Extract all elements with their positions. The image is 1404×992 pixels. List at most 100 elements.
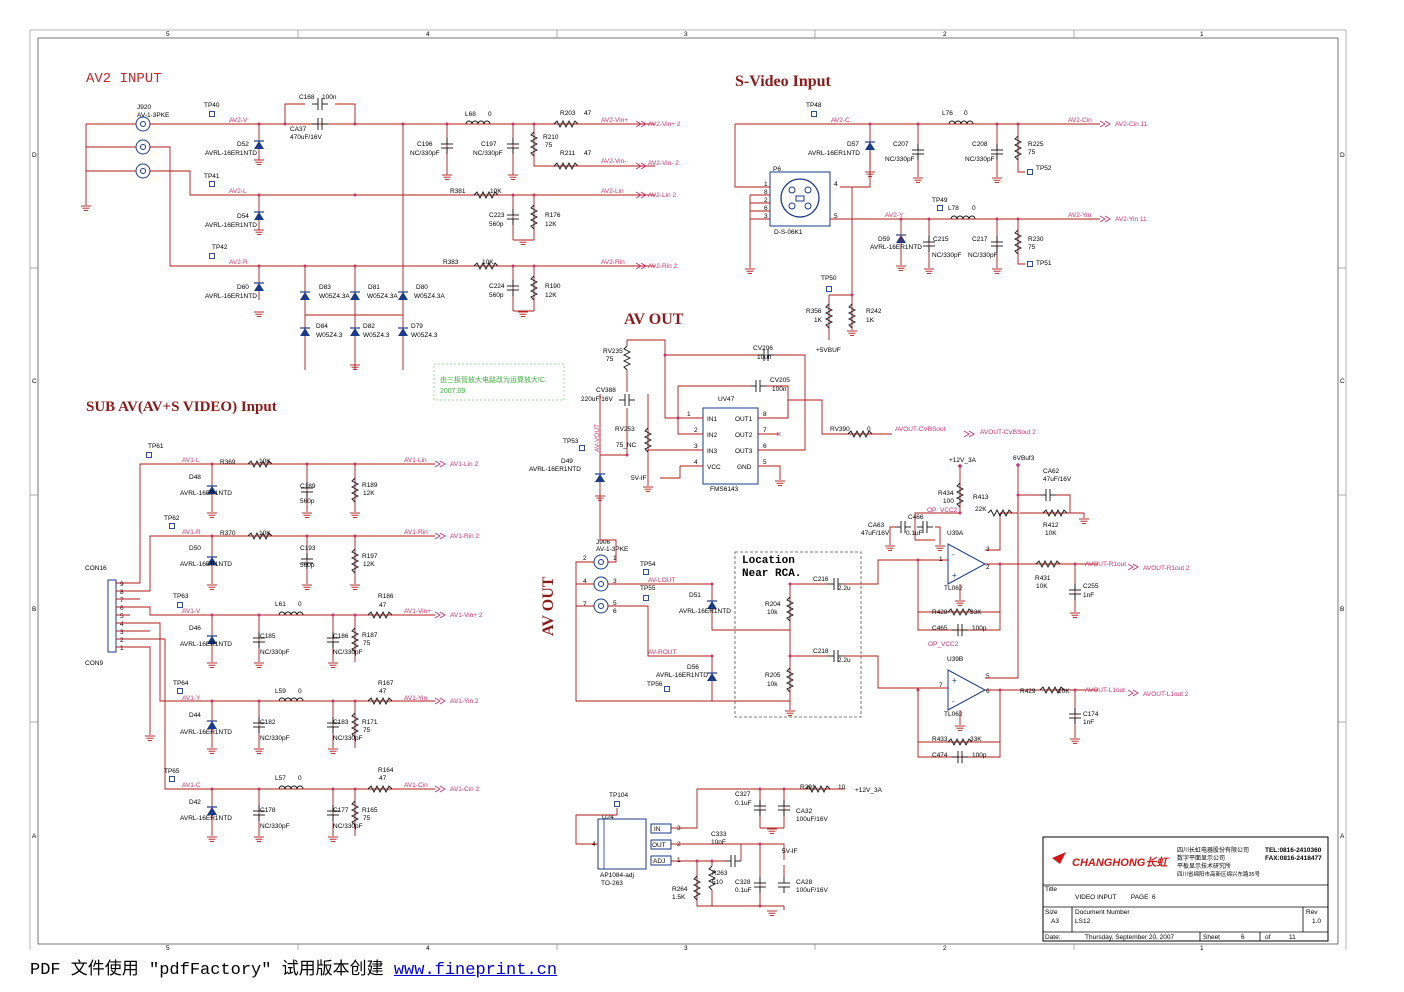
svg-text:AV1-C: AV1-C <box>182 782 201 789</box>
svg-text:W05Z4.3A: W05Z4.3A <box>367 293 398 300</box>
svg-text:0: 0 <box>298 601 302 608</box>
svg-text:10K: 10K <box>1045 530 1057 537</box>
svg-text:TO-263: TO-263 <box>601 880 623 887</box>
svg-text:AV1-Vin+ 2: AV1-Vin+ 2 <box>450 612 483 619</box>
svg-text:C174: C174 <box>1083 711 1099 718</box>
svg-text:Size: Size <box>1045 909 1058 916</box>
svg-text:C186: C186 <box>333 633 349 640</box>
svg-text:R370: R370 <box>220 530 236 537</box>
svg-text:TP48: TP48 <box>806 102 822 109</box>
svg-text:10K: 10K <box>259 530 271 537</box>
svg-text:12K: 12K <box>363 561 375 568</box>
svg-text:ADJ: ADJ <box>653 858 665 865</box>
location-note-box <box>734 551 862 718</box>
svg-text:3: 3 <box>694 443 698 450</box>
svg-text:10: 10 <box>838 784 846 791</box>
svg-text:Sheet: Sheet <box>1203 934 1220 941</box>
svg-text:TL062: TL062 <box>944 711 963 718</box>
svg-text:2: 2 <box>943 31 947 38</box>
svg-text:D81: D81 <box>368 284 380 291</box>
svg-text:D82: D82 <box>363 323 375 330</box>
svg-text:AV1-L: AV1-L <box>182 457 200 464</box>
svg-text:AV2-V: AV2-V <box>229 117 248 124</box>
svg-text:75: 75 <box>1028 149 1036 156</box>
svg-text:A: A <box>1340 833 1345 840</box>
svg-text:W05Z4.3A: W05Z4.3A <box>414 293 445 300</box>
svg-text:AV1-Lin: AV1-Lin <box>404 457 427 464</box>
svg-text:AV1-R: AV1-R <box>182 529 201 536</box>
svg-text:FMS6143: FMS6143 <box>710 486 739 493</box>
svg-text:R291: R291 <box>800 784 816 791</box>
svg-text:UV47: UV47 <box>718 396 735 403</box>
svg-text:D42: D42 <box>189 799 201 806</box>
svg-text:+12V_3A: +12V_3A <box>949 457 977 464</box>
svg-text:W05Z4.3A: W05Z4.3A <box>319 293 350 300</box>
svg-text:AV2-Vin- 2: AV2-Vin- 2 <box>648 160 679 167</box>
svg-text:AVRL-16ER1NTD: AVRL-16ER1NTD <box>205 222 257 229</box>
svg-text:2: 2 <box>583 555 587 562</box>
svg-text:D51: D51 <box>689 592 701 599</box>
fineprint-link[interactable]: www.fineprint.cn <box>393 961 558 980</box>
svg-text:TP56: TP56 <box>647 681 663 688</box>
svg-text:560p: 560p <box>489 292 504 299</box>
svg-text:P6: P6 <box>773 166 781 173</box>
svg-text:12K: 12K <box>363 490 375 497</box>
svg-text:0: 0 <box>972 205 976 212</box>
svg-text:C216: C216 <box>813 576 829 583</box>
svg-text:10K: 10K <box>1058 688 1070 695</box>
svg-text:AV-ROUT: AV-ROUT <box>648 649 676 656</box>
svg-text:AVOUT-R1out 2: AVOUT-R1out 2 <box>1143 565 1190 572</box>
svg-text:5V-IF: 5V-IF <box>782 848 798 855</box>
svg-text:10K: 10K <box>259 458 271 465</box>
svg-text:5V-IF: 5V-IF <box>631 475 647 482</box>
svg-text:AVRL-16ER1NTD: AVRL-16ER1NTD <box>808 150 860 157</box>
svg-text:NC/330pF: NC/330pF <box>260 649 290 656</box>
svg-text:C197: C197 <box>481 141 497 148</box>
svg-text:L57: L57 <box>275 775 286 782</box>
svg-text:10K: 10K <box>490 188 502 195</box>
svg-text:OP_VCC2: OP_VCC2 <box>928 641 959 648</box>
svg-text:R186: R186 <box>378 593 394 600</box>
svg-text:D56: D56 <box>687 664 699 671</box>
svg-text:+5VBUF: +5VBUF <box>816 347 841 354</box>
svg-text:AV2-Rin: AV2-Rin <box>601 259 625 266</box>
svg-text:1K: 1K <box>814 317 823 324</box>
svg-text:6VBuf3: 6VBuf3 <box>1013 455 1035 462</box>
svg-text:U39B: U39B <box>947 656 963 663</box>
svg-text:1: 1 <box>764 181 768 188</box>
section-title-sub-av: SUB AV(AV+S VIDEO) Input <box>86 399 277 415</box>
svg-text:W05Z4.3: W05Z4.3 <box>411 332 438 339</box>
svg-text:1: 1 <box>120 645 124 652</box>
svg-text:1: 1 <box>1200 31 1204 38</box>
svg-text:75: 75 <box>363 727 371 734</box>
svg-text:0.1uF: 0.1uF <box>735 887 752 894</box>
svg-text:2: 2 <box>986 564 990 571</box>
val-j920: AV-1-3PKE <box>137 112 170 119</box>
svg-text:R369: R369 <box>220 459 236 466</box>
svg-text:TP41: TP41 <box>204 173 220 180</box>
svg-text:5: 5 <box>986 673 990 680</box>
rca-jack-icon <box>593 554 609 570</box>
svg-text:TP104: TP104 <box>609 792 629 799</box>
svg-text:D-S-06K1: D-S-06K1 <box>774 229 803 236</box>
svg-text:C177: C177 <box>333 807 349 814</box>
svg-text:9: 9 <box>120 581 124 588</box>
svg-text:AV2-Rin 2: AV2-Rin 2 <box>648 263 678 270</box>
svg-text:1K: 1K <box>866 317 875 324</box>
svg-text:C474: C474 <box>932 752 948 759</box>
svg-text:NC/330pF: NC/330pF <box>260 823 290 830</box>
svg-text:100n: 100n <box>322 94 337 101</box>
svg-text:R205: R205 <box>765 672 781 679</box>
svg-text:J906: J906 <box>596 539 610 546</box>
regulator-ic <box>597 818 647 870</box>
svg-text:8: 8 <box>763 411 767 418</box>
svg-text:5: 5 <box>763 459 767 466</box>
svg-text:+: + <box>952 676 957 685</box>
svg-text:R176: R176 <box>545 212 561 219</box>
svg-text:0: 0 <box>298 688 302 695</box>
svg-text:10K: 10K <box>482 259 494 266</box>
svg-text:1.0: 1.0 <box>1312 918 1321 925</box>
